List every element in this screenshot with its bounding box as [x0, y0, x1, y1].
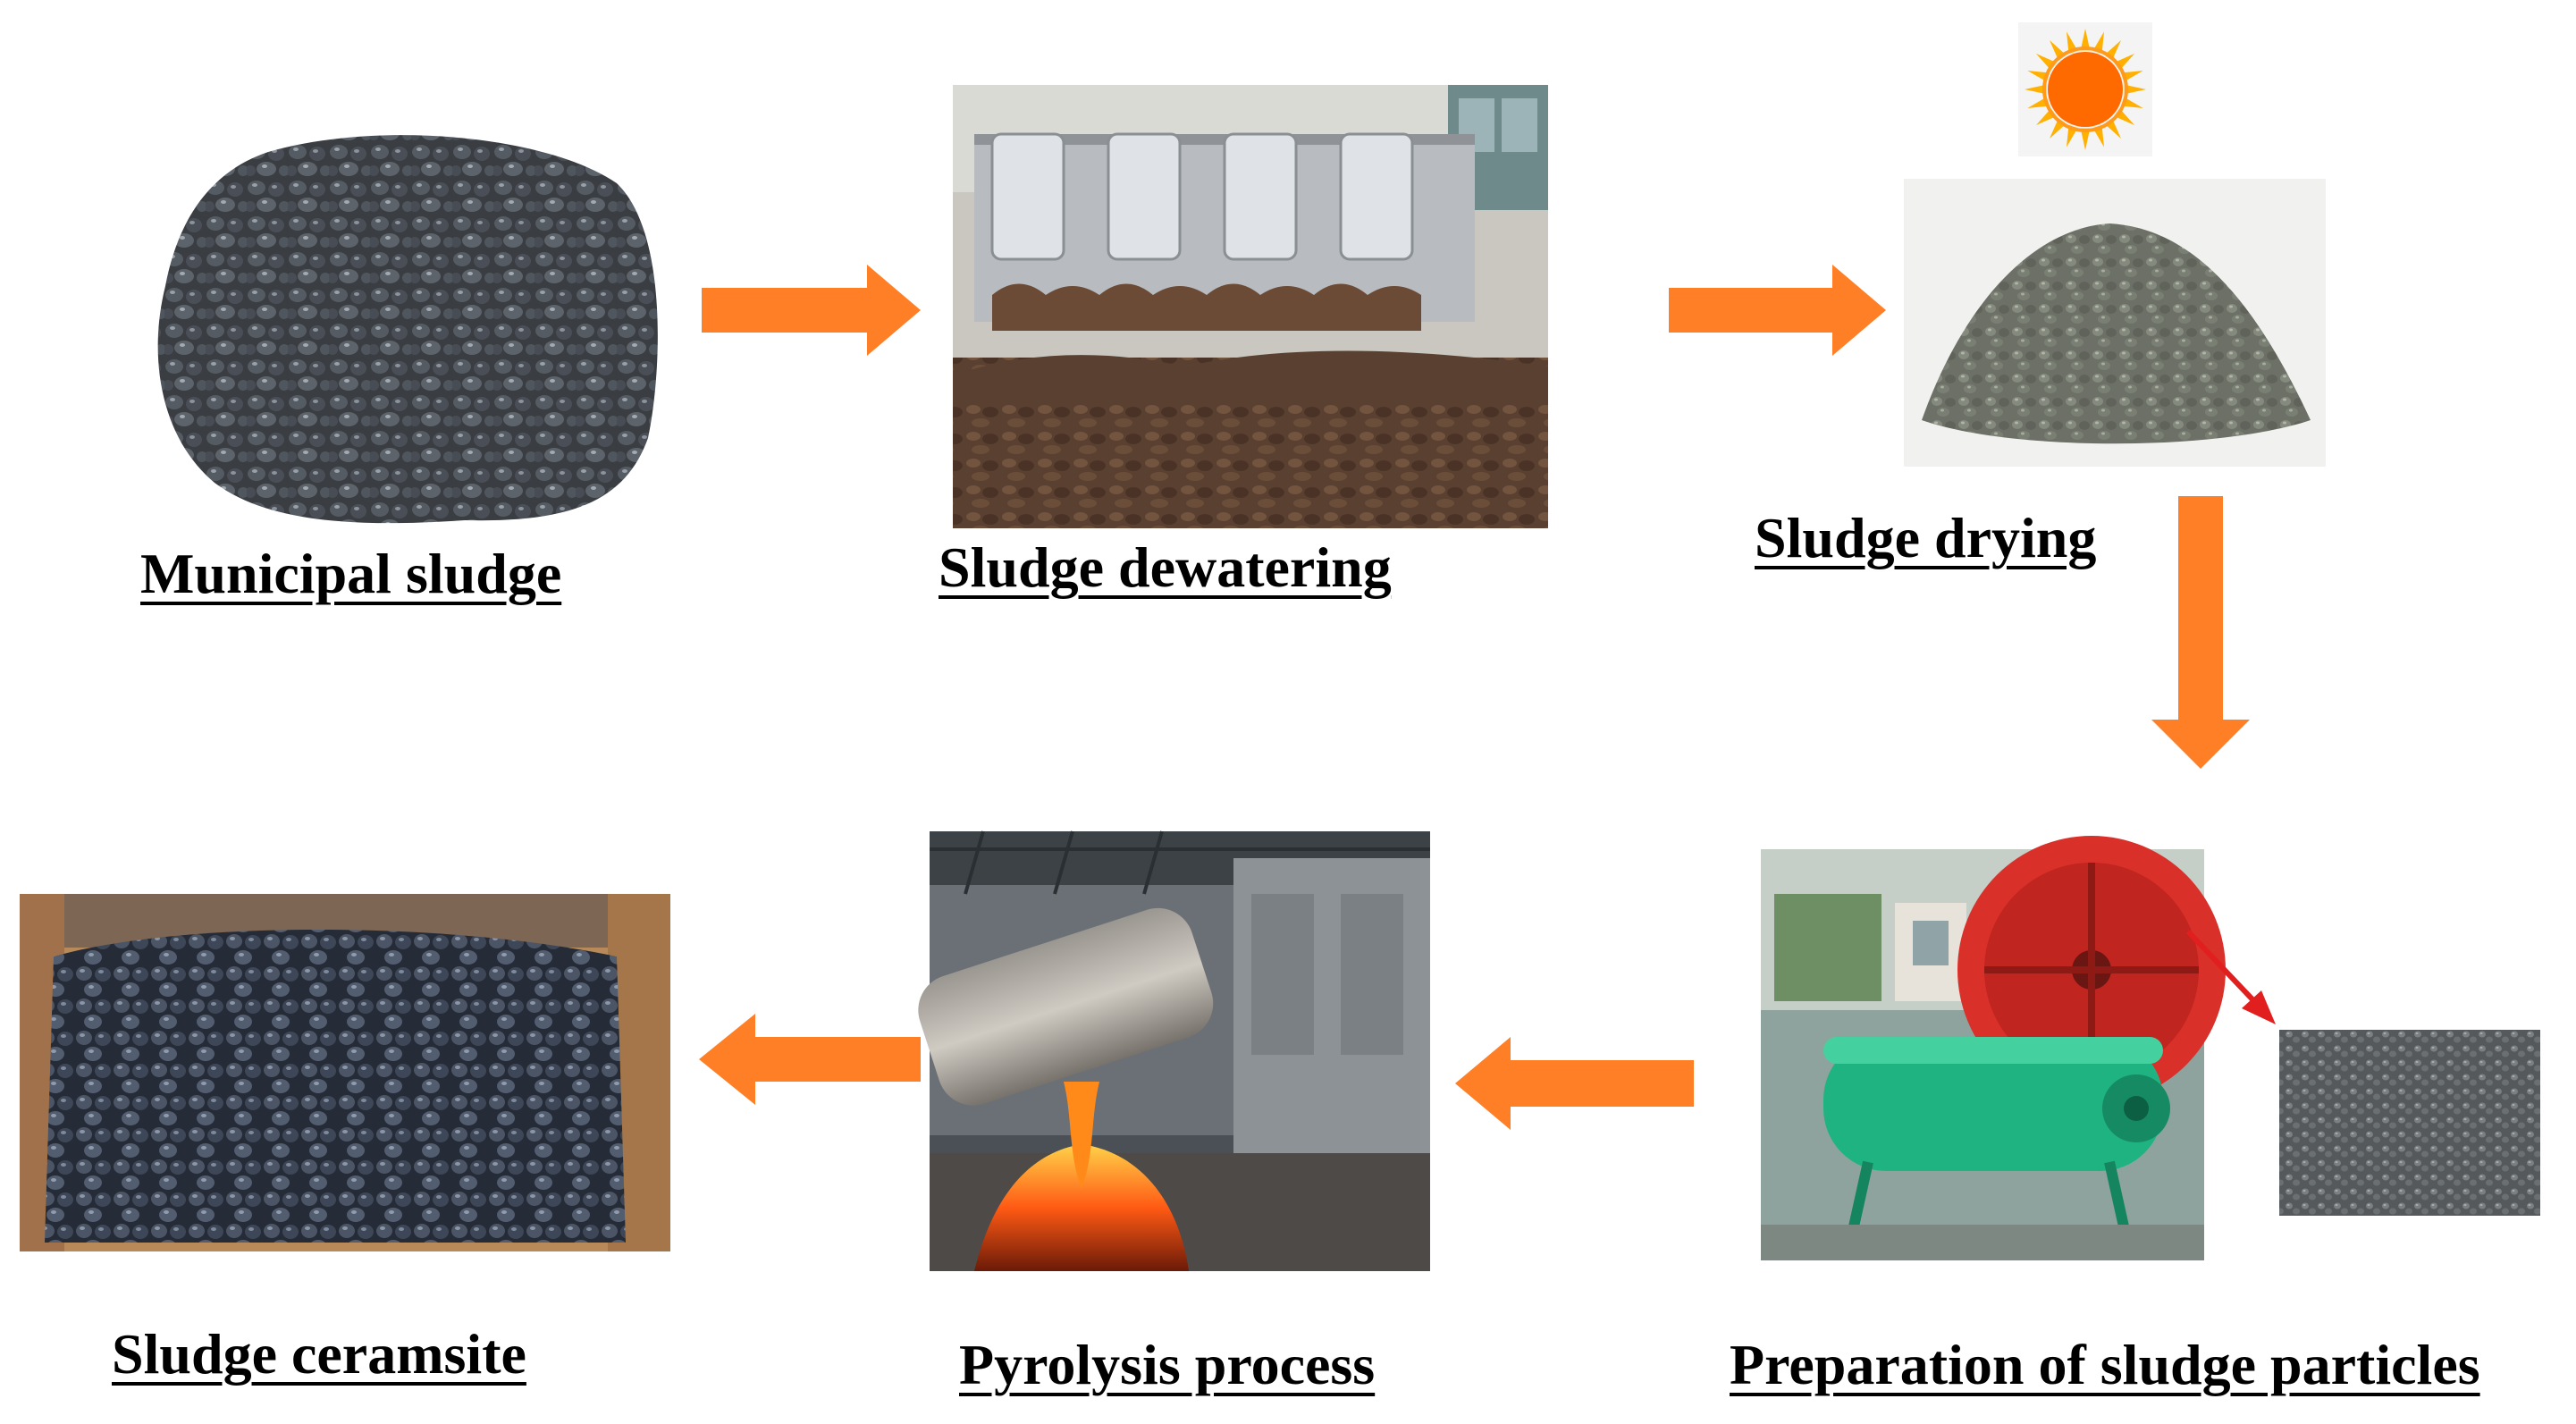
step-label-particle-preparation: Preparation of sludge particles	[1730, 1333, 2480, 1396]
step-label-pyrolysis-process: Pyrolysis process	[959, 1333, 1376, 1396]
sludge-dewatering-photo	[953, 85, 1548, 528]
pyrolysis-photo	[918, 830, 1430, 1271]
process-arrow	[699, 265, 2250, 1130]
step-label-sludge-drying: Sludge drying	[1755, 506, 2097, 569]
sludge-drying-photo	[1904, 179, 2326, 467]
sun-ray	[2124, 84, 2146, 95]
sun-ray	[2080, 128, 2091, 150]
sun-ray	[2080, 29, 2091, 51]
step-label-sludge-dewatering: Sludge dewatering	[939, 535, 1392, 599]
step-label-municipal-sludge: Municipal sludge	[140, 542, 562, 605]
detail-arrow	[2185, 929, 2276, 1024]
sun-icon	[2018, 22, 2152, 156]
particle-machine-photo	[1761, 836, 2226, 1260]
municipal-sludge-photo	[157, 135, 658, 524]
sun-ray	[2025, 84, 2047, 95]
step-label-sludge-ceramsite: Sludge ceramsite	[112, 1322, 526, 1386]
sludge-ceramsite-photo	[20, 894, 670, 1251]
particle-closeup-photo	[2279, 1030, 2540, 1216]
